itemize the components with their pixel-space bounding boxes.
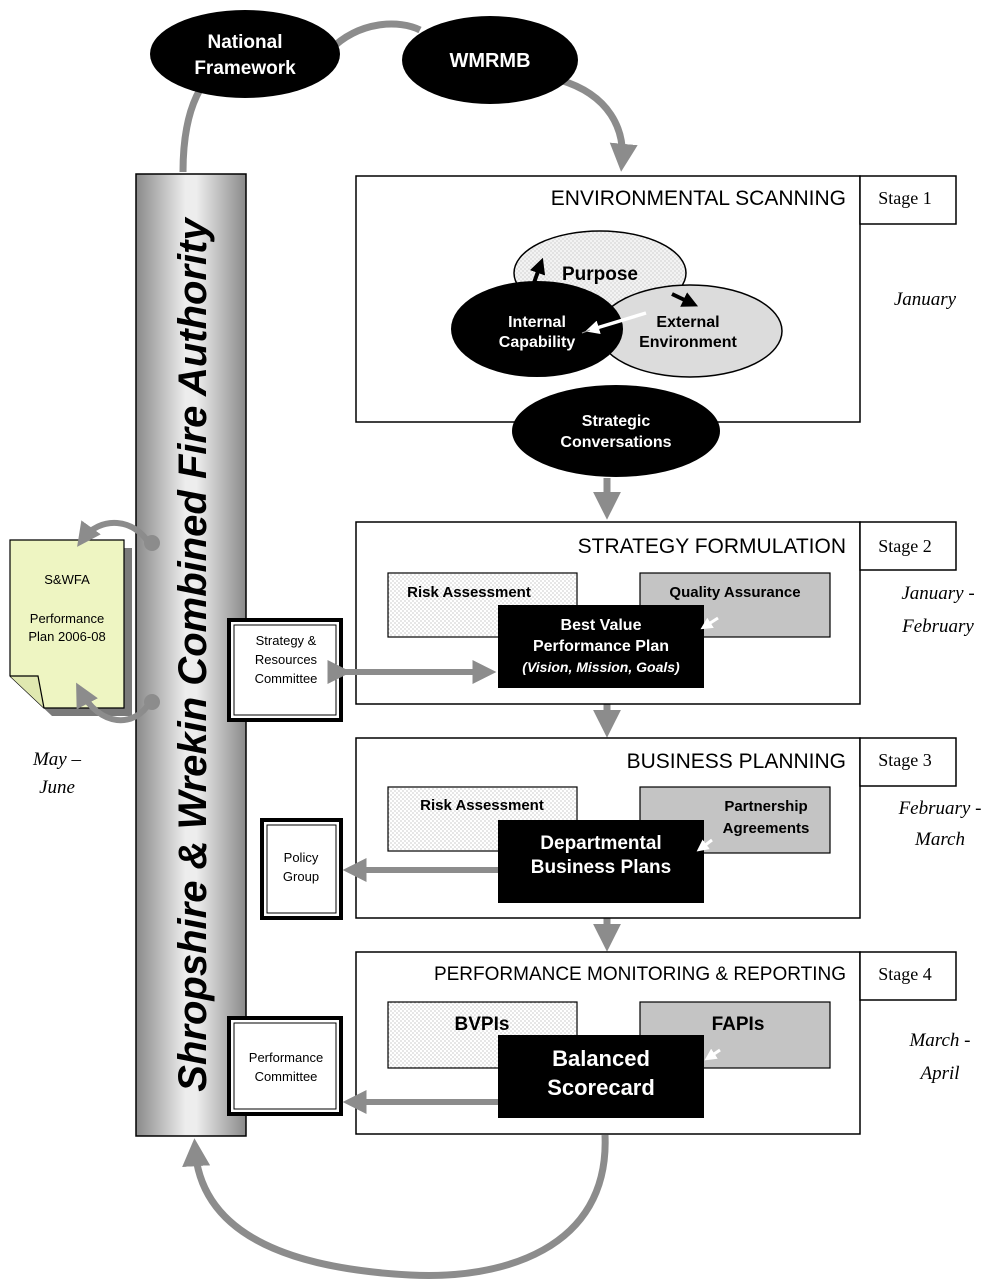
stage2-month-line2: February xyxy=(901,616,974,637)
may-june-line1: May – xyxy=(32,749,82,770)
arrow-to-external xyxy=(671,292,699,307)
stage4-tag: Stage 4 xyxy=(878,964,932,984)
wmrmb-label: WMRMB xyxy=(449,50,530,72)
internal-line1: Internal xyxy=(508,314,566,331)
purpose-label: Purpose xyxy=(562,264,638,285)
plan-connectors xyxy=(76,520,153,724)
arc-national-to-wmrmb xyxy=(327,20,422,53)
partnership-line1: Partnership xyxy=(724,798,807,815)
national-framework-line2: Framework xyxy=(194,58,296,79)
conversations-line1: Strategic xyxy=(582,413,651,430)
plan-connector-dot-top xyxy=(144,535,160,551)
stage3-month-line2: March xyxy=(914,829,965,850)
national-framework-node: National Framework xyxy=(150,10,340,98)
balanced-scorecard-box xyxy=(498,1035,704,1118)
stage4-panel: PERFORMANCE MONITORING & REPORTING Stage… xyxy=(355,951,957,1135)
stage2-quality-label: Quality Assurance xyxy=(669,584,800,601)
scorecard-line1: Balanced xyxy=(552,1046,650,1071)
plan-connector-dot-bottom xyxy=(144,694,160,710)
stage1-title: ENVIRONMENTAL SCANNING xyxy=(551,187,846,210)
stage4-month-line2: April xyxy=(918,1063,959,1084)
best-value-line1: Best Value xyxy=(561,617,642,634)
stage2-title: STRATEGY FORMULATION xyxy=(578,535,846,558)
strategy-committee-box: Strategy & Resources Committee xyxy=(227,618,343,722)
internal-oval xyxy=(451,281,623,377)
stage2-quality-arrow xyxy=(700,616,719,630)
arc-wmrmb-to-stage1 xyxy=(558,76,638,172)
policy-group-line1: Policy xyxy=(284,850,319,865)
stage3-risk-label: Risk Assessment xyxy=(420,797,544,814)
authority-bar-label: Shropshire & Wrekin Combined Fire Author… xyxy=(171,217,215,1092)
conversations-line2: Conversations xyxy=(560,434,671,451)
scorecard-line2: Scorecard xyxy=(547,1075,655,1100)
fapis-label: FAPIs xyxy=(712,1014,765,1035)
stage4-title: PERFORMANCE MONITORING & REPORTING xyxy=(434,964,846,985)
partnership-line2: Agreements xyxy=(723,820,810,837)
wmrmb-node: WMRMB xyxy=(402,16,578,104)
may-june-line2: June xyxy=(39,777,75,798)
performance-committee-box: Performance Committee xyxy=(227,1016,343,1116)
stage1-tag: Stage 1 xyxy=(878,188,932,208)
external-line2: Environment xyxy=(639,334,737,351)
strategy-committee-line2: Resources xyxy=(255,652,318,667)
stage2-tag: Stage 2 xyxy=(878,536,932,556)
departmental-line2: Business Plans xyxy=(531,857,671,878)
stage3-partnership-arrow xyxy=(696,838,713,852)
performance-plan-doc: S&WFA Performance Plan 2006-08 xyxy=(9,539,132,716)
strategy-committee-line1: Strategy & xyxy=(256,633,317,648)
stage3-month-line1: February - xyxy=(898,798,982,819)
departmental-line1: Departmental xyxy=(540,833,661,854)
plan-line1: Performance xyxy=(30,611,104,626)
stage3-title: BUSINESS PLANNING xyxy=(627,750,846,773)
stage4-fapis-arrow xyxy=(704,1048,721,1061)
stage4-month-line1: March - xyxy=(908,1030,970,1051)
arrow-to-internal xyxy=(585,311,647,335)
stage1-panel: ENVIRONMENTAL SCANNING Stage 1 Purpose E… xyxy=(355,175,957,423)
stage1-month: January xyxy=(894,289,957,310)
best-value-box xyxy=(498,605,704,688)
stage2-risk-label: Risk Assessment xyxy=(407,584,531,601)
policy-group-line2: Group xyxy=(283,869,319,884)
perf-committee-line2: Committee xyxy=(255,1069,318,1084)
plan-line2: Plan 2006-08 xyxy=(28,629,105,644)
stage3-tag: Stage 3 xyxy=(878,750,932,770)
strategy-committee-line3: Committee xyxy=(255,671,318,686)
stage2-panel: STRATEGY FORMULATION Stage 2 Risk Assess… xyxy=(355,521,957,705)
strategic-conversations-node: Strategic Conversations xyxy=(512,385,720,477)
arc-bottom-return xyxy=(182,1134,609,1280)
external-line1: External xyxy=(656,314,719,331)
best-value-line2: Performance Plan xyxy=(533,638,669,655)
bvpis-label: BVPIs xyxy=(455,1014,510,1035)
plan-org: S&WFA xyxy=(44,572,90,587)
arrow-to-purpose xyxy=(528,257,546,295)
national-framework-line1: National xyxy=(208,32,283,53)
perf-committee-line1: Performance xyxy=(249,1050,323,1065)
internal-line2: Capability xyxy=(499,334,576,351)
external-oval xyxy=(597,284,783,378)
stage2-month-line1: January - xyxy=(901,583,974,604)
best-value-line3: (Vision, Mission, Goals) xyxy=(522,659,680,675)
stage3-panel: BUSINESS PLANNING Stage 3 Risk Assessmen… xyxy=(355,737,957,919)
departmental-box xyxy=(498,820,704,903)
policy-group-box: Policy Group xyxy=(260,818,343,920)
